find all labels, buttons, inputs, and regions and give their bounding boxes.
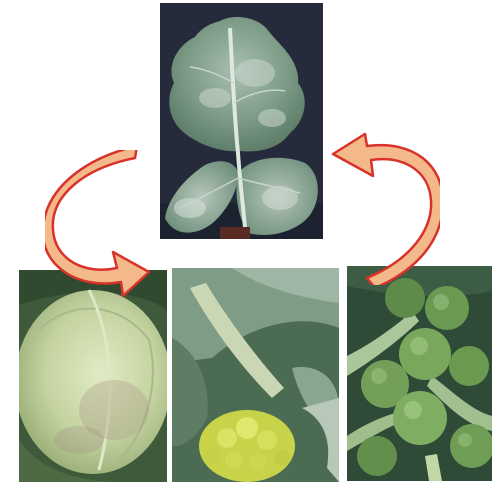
cabbage-head-photo: [19, 270, 167, 482]
arrow-sprouts-to-leaf: [325, 130, 440, 285]
romanesco-photo: [172, 268, 339, 482]
curved-arrow-icon: [45, 150, 155, 300]
curved-arrow-icon: [325, 130, 440, 285]
brussels-sprouts-photo: [347, 266, 492, 481]
arrow-leaf-to-cabbage: [45, 150, 155, 300]
infected-leaf-photo: [160, 3, 323, 239]
